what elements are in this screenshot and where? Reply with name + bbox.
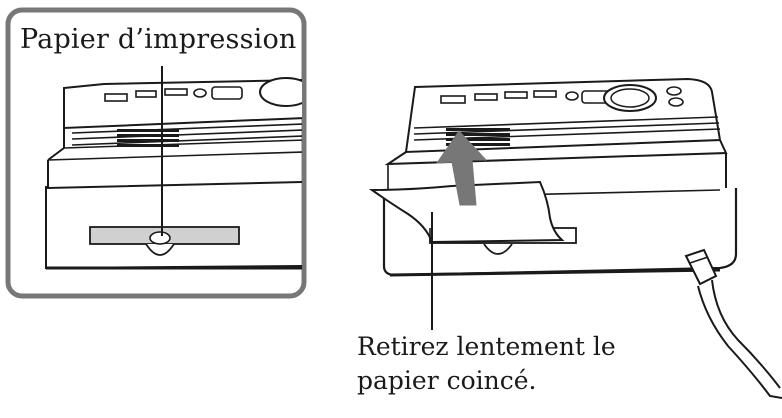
main-vent bbox=[446, 128, 510, 146]
main-button-5 bbox=[565, 91, 579, 101]
instruction-label-line-2: papier coincé. bbox=[357, 366, 537, 395]
up-arrow-icon bbox=[436, 130, 488, 206]
main-button-4 bbox=[533, 90, 557, 98]
main-printer bbox=[368, 77, 782, 399]
inset-callout-label: Papier d’impression bbox=[20, 24, 297, 55]
inset-button-5 bbox=[211, 86, 243, 100]
main-small-button-1 bbox=[666, 86, 682, 96]
inset-finger-recess bbox=[145, 243, 175, 256]
main-button-1 bbox=[440, 95, 466, 104]
inset-printer bbox=[45, 77, 302, 270]
main-small-button-2 bbox=[668, 97, 684, 107]
inset-button-3 bbox=[164, 88, 188, 96]
main-finger-recess bbox=[483, 243, 513, 255]
inset-button-4 bbox=[193, 88, 207, 98]
inset-vent bbox=[117, 129, 179, 147]
main-button-2 bbox=[474, 93, 498, 101]
jammed-paper-sheet bbox=[368, 180, 565, 244]
main-button-3 bbox=[504, 91, 528, 99]
inset-printer-top bbox=[63, 78, 302, 130]
power-plug-icon bbox=[684, 248, 782, 399]
inset-dial bbox=[259, 77, 302, 107]
inset-stripes bbox=[71, 123, 302, 146]
inset-button-1 bbox=[104, 93, 128, 102]
instruction-label-line-1: Retirez lentement le bbox=[357, 332, 616, 361]
inset-button-2 bbox=[135, 90, 157, 98]
inset-panel bbox=[5, 7, 307, 299]
